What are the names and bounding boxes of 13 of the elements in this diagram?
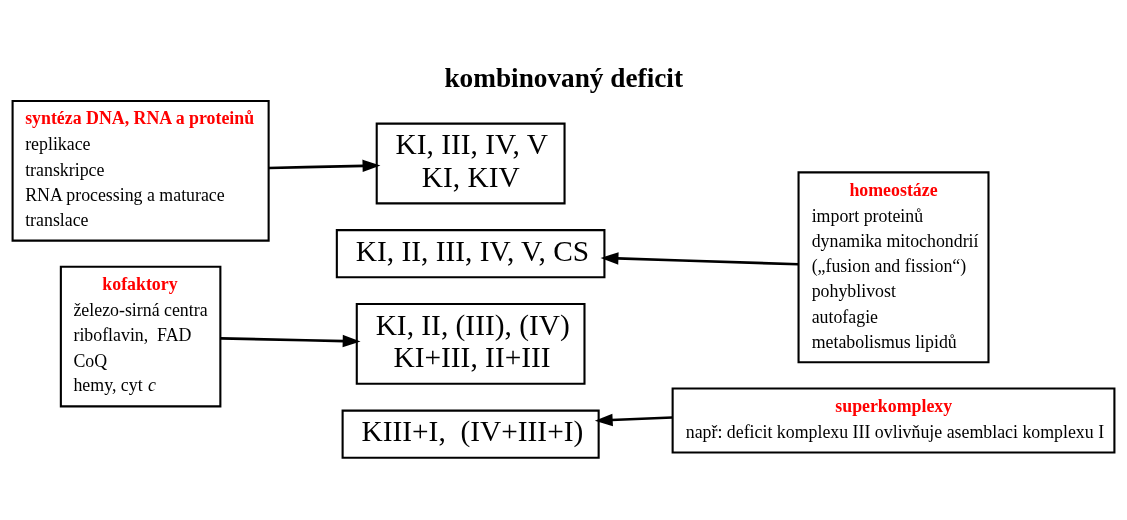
arrow <box>268 159 381 173</box>
arrow <box>594 413 673 427</box>
arrow <box>600 252 799 266</box>
node-box: homeostáze import proteinů dynamika mitochondrií („fusion and fission“) pohyblivost autofagie metabolismus lipidů <box>797 171 990 364</box>
node-box: KI, II, (III), (IV) KI+III, II+III <box>355 303 586 385</box>
arrow <box>220 334 361 348</box>
node-box: KI, III, IV, V KI, KIV <box>375 122 566 205</box>
node-box: KIII+I, (IV+III+I) <box>341 409 600 459</box>
node-box: kofaktory železo-sirná centra riboflavin, FAD CoQ hemy, cyt c <box>59 265 222 408</box>
node-box: syntéza DNA, RNA a proteinů replikace transkripce RNA processing a maturace translace <box>11 99 270 242</box>
node-box: superkomplexy např: deficit komplexu III ovlivňuje asemblaci komplexu I <box>671 387 1116 454</box>
node-box: KI, II, III, IV, V, CS <box>335 229 606 279</box>
diagram-title: kombinovaný deficit <box>444 63 684 94</box>
